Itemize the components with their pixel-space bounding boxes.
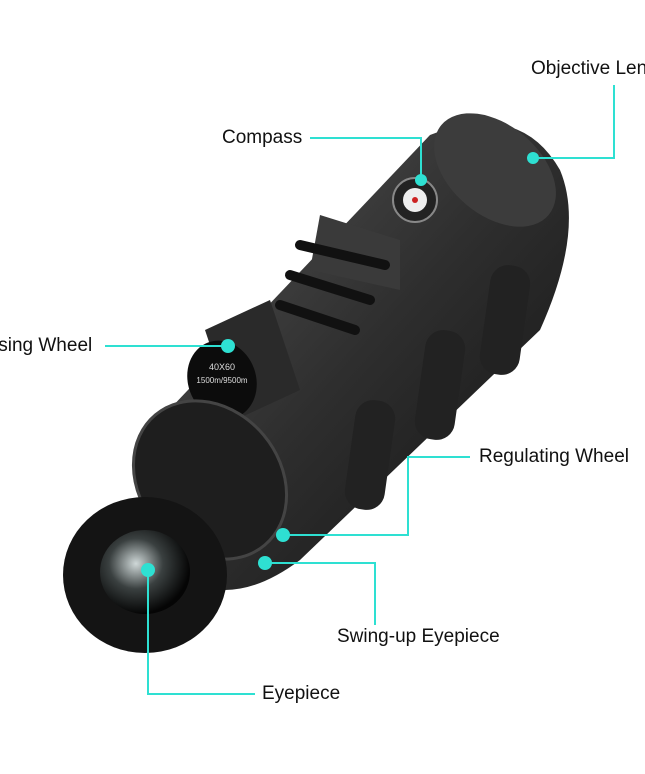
label-swing-up-eyepiece: Swing-up Eyepiece [337,626,500,647]
leader-lines [105,85,615,695]
label-compass: Compass [222,127,303,148]
engraving-range: 1500m/9500m [196,376,248,385]
focusing-wheel [187,300,300,420]
label-objective-lens: Objective Lens [531,58,645,79]
label-focusing-wheel: Focusing Wheel [0,335,93,356]
focusing-wheel-engraving: 40X60 1500m/9500m [190,362,254,386]
leader-dots [141,152,539,577]
engraving-spec: 40X60 [208,362,236,372]
label-regulating-wheel: Regulating Wheel [479,446,629,467]
label-eyepiece: Eyepiece [262,683,341,704]
compass [392,177,438,223]
